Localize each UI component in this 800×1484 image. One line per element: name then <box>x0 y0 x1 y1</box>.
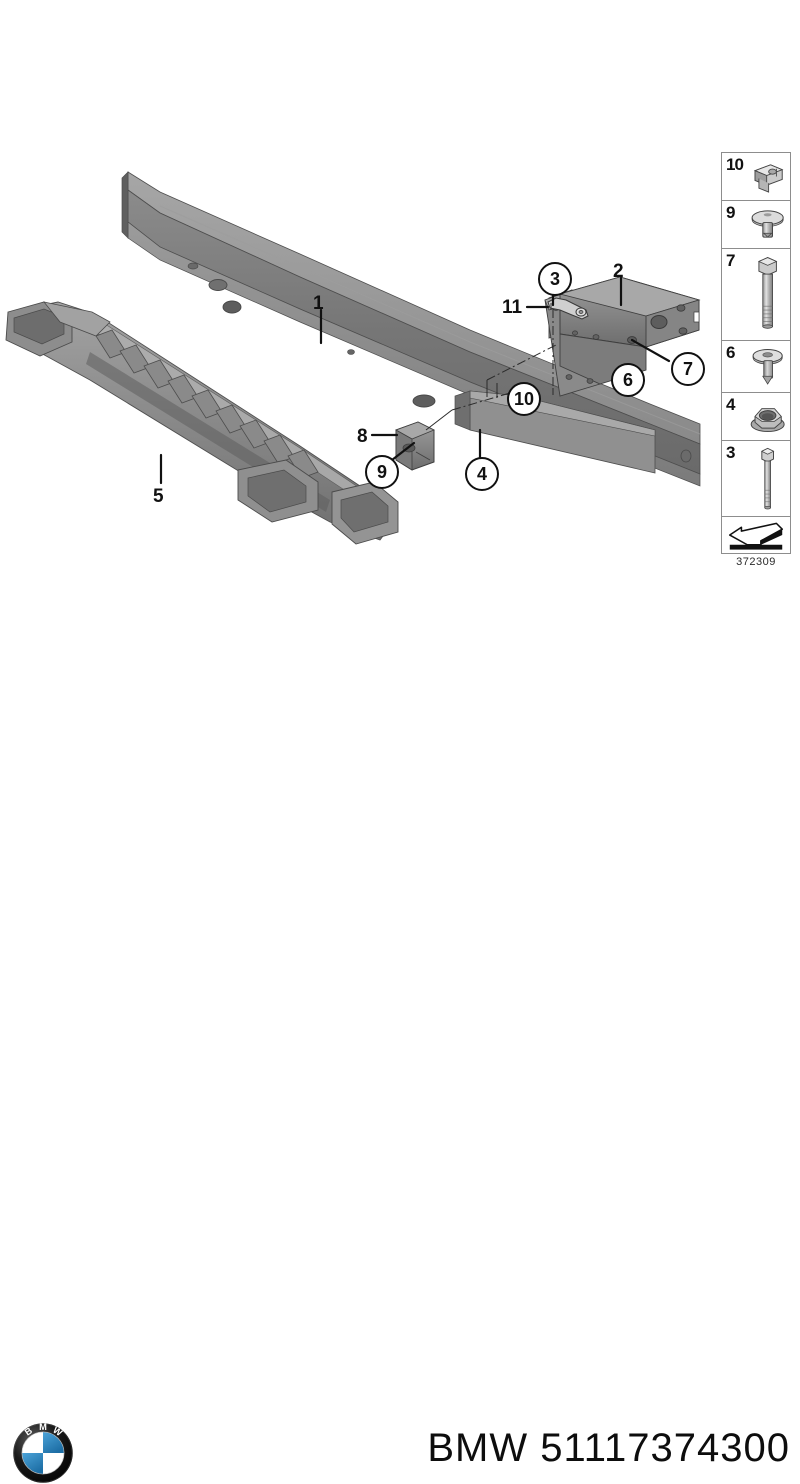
expansion-rivet-icon <box>752 349 783 385</box>
legend-row-7[interactable]: 7 <box>722 249 790 341</box>
legend-row-6[interactable]: 6 <box>722 341 790 393</box>
assembly-connector-lines <box>425 380 554 431</box>
callout-7[interactable]: 7 <box>671 352 705 386</box>
callout-label: 9 <box>376 462 387 482</box>
plastic-rivet-icon <box>751 210 784 238</box>
legend-number-7: 7 <box>726 251 736 270</box>
callout-6[interactable]: 6 <box>611 363 645 397</box>
legend-number-6: 6 <box>726 343 736 362</box>
callout-3[interactable]: 3 <box>538 262 572 296</box>
legend-row-3[interactable]: 3 <box>722 441 790 517</box>
callout-label: 2 <box>613 261 624 282</box>
callout-10[interactable]: 10 <box>507 382 541 416</box>
callout-label: 8 <box>357 426 368 447</box>
direction-arrow-icon <box>728 522 784 550</box>
legend-row-4[interactable]: 4 <box>722 393 790 441</box>
leader-9 <box>390 441 416 462</box>
part-crash-box-bracket <box>544 276 701 397</box>
bracket-clip-icon <box>753 164 784 193</box>
footer-bar: B M W BMW 51117374300 <box>0 700 800 1483</box>
callout-8[interactable]: 8 <box>357 427 368 446</box>
callout-2[interactable]: 2 <box>613 262 624 281</box>
callout-4[interactable]: 4 <box>465 457 499 491</box>
callout-leader-lines <box>159 276 671 485</box>
callout-label: 6 <box>622 370 633 390</box>
callout-9[interactable]: 9 <box>365 455 399 489</box>
part-energy-absorber <box>5 301 399 545</box>
callout-label: 3 <box>549 269 560 289</box>
callout-1[interactable]: 1 <box>313 294 324 313</box>
legend-row-9[interactable]: 9 <box>722 201 790 249</box>
callout-label: 10 <box>513 389 535 409</box>
callout-label: 11 <box>502 297 523 318</box>
hex-bolt-long-icon <box>757 257 778 329</box>
part-small-bracket <box>395 421 435 471</box>
parts-legend-panel: 10 9 7 <box>721 152 791 554</box>
leader-7 <box>630 338 671 363</box>
legend-number-9: 9 <box>726 203 736 222</box>
callout-label: 1 <box>313 293 324 314</box>
callout-label: 4 <box>476 464 487 484</box>
assembly-center-lines <box>451 292 557 411</box>
legend-number-3: 3 <box>726 443 736 462</box>
part-tow-hook-clip <box>547 297 589 320</box>
hex-bolt-slim-icon <box>760 447 775 510</box>
flange-hex-nut-icon <box>750 408 785 433</box>
diagram-artwork <box>5 171 701 545</box>
callout-label: 5 <box>153 486 164 507</box>
callout-label: 7 <box>682 359 693 379</box>
callout-5[interactable]: 5 <box>153 487 164 506</box>
legend-row-direction <box>722 517 790 555</box>
diagram-id-code: 372309 <box>736 556 776 568</box>
legend-number-10: 10 <box>726 155 744 174</box>
part-number-text: BMW 51117374300 <box>427 1426 790 1470</box>
legend-row-10[interactable]: 10 <box>722 153 790 201</box>
legend-number-4: 4 <box>726 395 736 414</box>
callout-11[interactable]: 11 <box>502 298 522 317</box>
